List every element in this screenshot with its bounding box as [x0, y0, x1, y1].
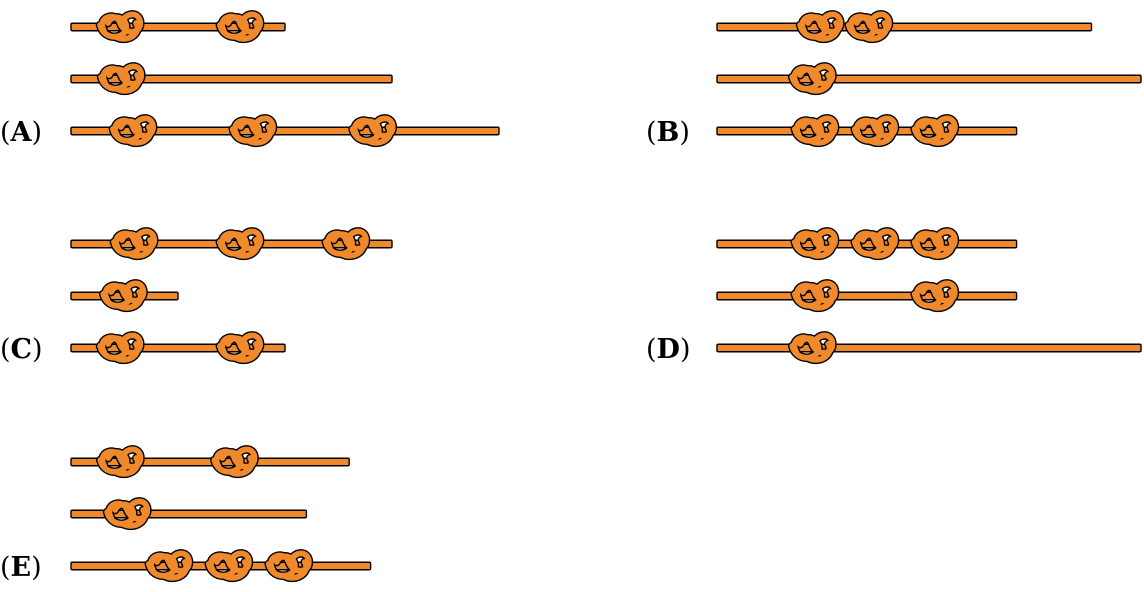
- knot: [264, 549, 314, 583]
- label-paren-open: (: [0, 117, 11, 148]
- label-paren-open: (: [0, 334, 11, 365]
- knot: [204, 549, 254, 583]
- label-letter: E: [11, 552, 32, 583]
- knot: [348, 114, 397, 148]
- label-paren-close: ): [679, 117, 690, 148]
- knot: [95, 445, 145, 479]
- label-letter: D: [657, 334, 680, 365]
- option-c: (C): [0, 227, 393, 365]
- option-d: (D): [646, 227, 1142, 365]
- knot: [95, 10, 145, 44]
- rope-strand: [716, 343, 1142, 353]
- knot: [102, 497, 152, 531]
- option-label-e: (E): [0, 552, 42, 583]
- rope-d-1: [716, 227, 1018, 261]
- rope-a-1: [70, 10, 286, 44]
- options-layer: (A)(B)(C)(D)(E): [0, 10, 1142, 583]
- option-label-c: (C): [0, 334, 43, 365]
- knot: [787, 331, 837, 365]
- knot: [795, 10, 845, 44]
- knot: [850, 227, 900, 261]
- knot: [215, 331, 265, 365]
- label-paren-close: ): [32, 334, 43, 365]
- rope-strand: [70, 74, 393, 84]
- label-letter: B: [657, 117, 680, 148]
- knot: [910, 227, 960, 261]
- knot: [844, 10, 894, 44]
- rope-d-3: [716, 331, 1142, 365]
- option-label-d: (D): [646, 334, 691, 365]
- knot: [215, 10, 265, 44]
- rope-b-3: [716, 114, 1018, 148]
- rope-e-3: [70, 549, 372, 583]
- rope-d-2: [716, 279, 1018, 313]
- knot: [108, 114, 158, 148]
- knot: [210, 445, 259, 479]
- option-b: (B): [646, 10, 1142, 148]
- rope-a-3: [70, 114, 500, 148]
- option-label-a: (A): [0, 117, 42, 148]
- label-paren-close: ): [32, 117, 43, 148]
- knot: [95, 331, 145, 365]
- rope-strand: [716, 291, 1018, 301]
- label-paren-close: ): [680, 334, 691, 365]
- knot: [321, 227, 371, 261]
- rope-e-1: [70, 445, 350, 479]
- label-paren-open: (: [646, 117, 657, 148]
- option-e: (E): [0, 445, 372, 583]
- rope-b-1: [716, 10, 1093, 44]
- knot: [228, 114, 278, 148]
- rope-strand: [716, 74, 1142, 84]
- rope-c-1: [70, 227, 393, 261]
- rope-c-3: [70, 331, 286, 365]
- knot: [790, 114, 840, 148]
- knot: [215, 227, 265, 261]
- option-a: (A): [0, 10, 500, 148]
- rope-b-2: [716, 62, 1142, 96]
- knot: [910, 279, 960, 313]
- rope-a-2: [70, 62, 393, 96]
- knot: [109, 227, 159, 261]
- label-paren-open: (: [646, 334, 657, 365]
- rope-c-2: [70, 279, 179, 313]
- knot: [790, 227, 840, 261]
- rope-strand: [716, 22, 1093, 32]
- label-paren-open: (: [0, 552, 11, 583]
- label-paren-close: ): [31, 552, 42, 583]
- knot: [910, 114, 960, 148]
- label-letter: C: [11, 334, 33, 365]
- option-label-b: (B): [646, 117, 690, 148]
- rope-e-2: [70, 497, 308, 531]
- knot: [144, 549, 194, 583]
- knot: [790, 279, 840, 313]
- knot: [850, 114, 900, 148]
- rope-strand: [70, 457, 350, 467]
- knot: [787, 62, 837, 96]
- knot: [98, 279, 148, 313]
- label-letter: A: [10, 117, 33, 148]
- knot: [96, 62, 146, 96]
